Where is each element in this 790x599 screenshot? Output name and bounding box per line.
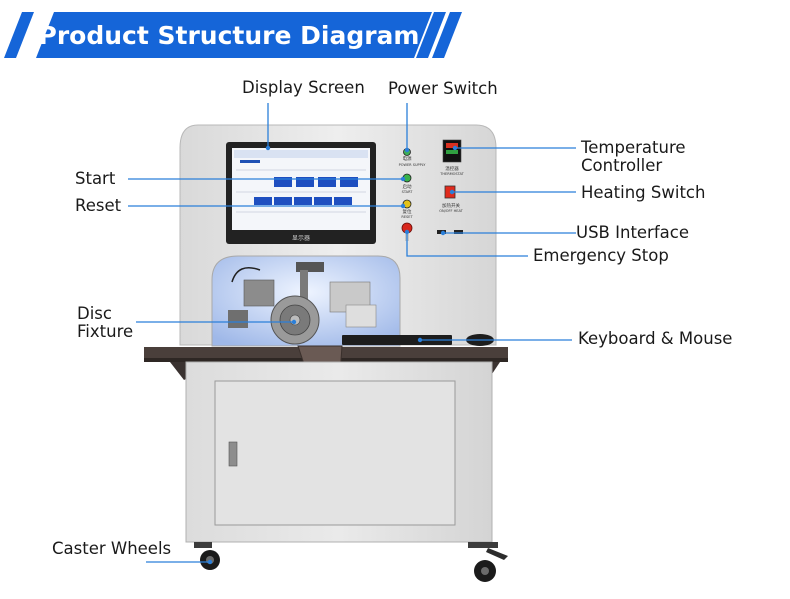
screen-content: [234, 150, 368, 213]
label-disc-fixture-1: Disc: [77, 304, 112, 323]
label-usb-interface: USB Interface: [576, 223, 689, 242]
banner-stripe: [416, 12, 446, 58]
caster-wheel-left: [194, 542, 220, 570]
banner-stripe: [4, 12, 34, 58]
disc-fixture[interactable]: [270, 295, 320, 345]
start-label-en: START: [402, 190, 414, 194]
label-start: Start: [75, 169, 116, 188]
start-label: 启动: [403, 183, 412, 190]
cabinet-door[interactable]: [214, 380, 456, 526]
thermostat-label: 温控器: [445, 165, 459, 172]
label-display-screen: Display Screen: [242, 78, 365, 97]
label-heating-switch: Heating Switch: [581, 183, 706, 202]
thermostat-label-en: THERMOSTAT: [439, 172, 464, 176]
label-caster-wheels: Caster Wheels: [52, 539, 172, 558]
label-temperature-controller-1: Temperature: [581, 138, 686, 157]
power-label: 电源: [403, 155, 412, 162]
label-disc-fixture-2: Fixture: [77, 322, 134, 341]
page-title: Product Structure Diagram: [39, 21, 420, 50]
heating-label: 加热开关: [442, 202, 460, 209]
leader-dots: [207, 145, 458, 565]
reset-label-en: RESET: [401, 215, 413, 219]
banner-stripe: [432, 12, 462, 58]
caster-wheel-right: [468, 542, 508, 582]
label-reset: Reset: [75, 196, 122, 215]
label-emergency-stop: Emergency Stop: [533, 246, 669, 265]
reset-label: 复位: [403, 208, 412, 215]
banner-box: [36, 12, 432, 58]
label-keyboard-mouse: Keyboard & Mouse: [578, 329, 733, 348]
power-label-en: POWER SUPPLY: [399, 163, 427, 167]
leader-lines: [128, 103, 576, 563]
label-power-switch: Power Switch: [388, 79, 498, 98]
door-handle[interactable]: [228, 441, 238, 467]
heating-label-en: ON/OFF HEAT: [439, 209, 463, 213]
header-banner: Product Structure Diagram: [4, 12, 462, 58]
internal-mechanism: [228, 262, 377, 328]
temperature-controller: 温控器 THERMOSTAT: [439, 139, 465, 176]
leader-emergency: [406, 232, 528, 257]
label-temperature-controller-2: Controller: [581, 156, 663, 175]
screen-caption: 显示器: [292, 235, 310, 242]
